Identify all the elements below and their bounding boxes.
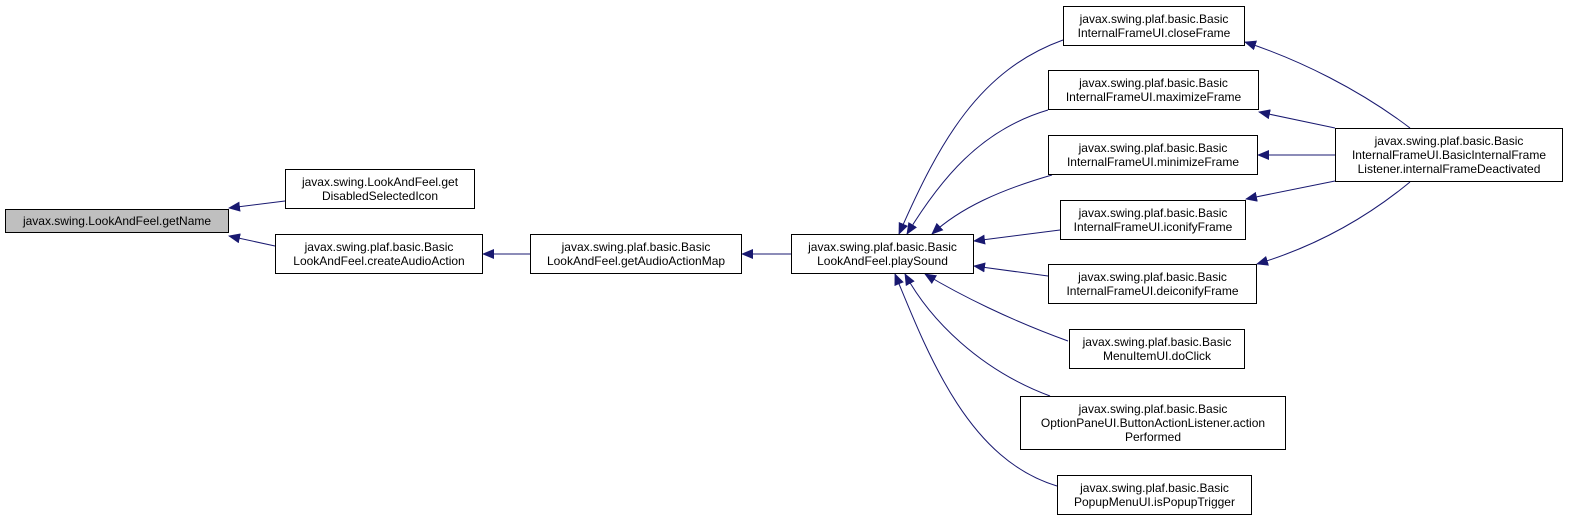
node-label-line: LookAndFeel.getAudioActionMap — [546, 254, 726, 268]
edge-action-performed-to-play-sound — [904, 273, 1051, 397]
node-label-line: javax.swing.plaf.basic.Basic — [1080, 481, 1229, 495]
node-label-line: InternalFrameUI.iconifyFrame — [1073, 220, 1233, 234]
node-label-line: InternalFrameUI.BasicInternalFrame — [1351, 148, 1547, 162]
node-label-line: javax.swing.plaf.basic.Basic — [808, 240, 957, 254]
node-label-line: javax.swing.plaf.basic.Basic — [304, 240, 454, 254]
edge-iconify-frame-to-play-sound — [973, 229, 1061, 245]
node-label-line: javax.swing.plaf.basic.Basic — [1078, 141, 1228, 155]
edge-internal-frame-deactivated-to-deiconify-frame — [1256, 181, 1411, 266]
node-label-line: javax.swing.plaf.basic.Basic — [561, 240, 711, 254]
node-label-line: Listener.internalFrameDeactivated — [1357, 162, 1541, 176]
edge-get-disabled-selected-icon-to-get-name — [228, 200, 286, 212]
edge-deiconify-frame-to-play-sound — [973, 262, 1049, 277]
node-label-line: javax.swing.plaf.basic.Basic — [1079, 76, 1228, 90]
node-label-line: Performed — [1124, 430, 1182, 444]
edge-create-audio-action-to-get-name — [228, 233, 276, 247]
edge-internal-frame-deactivated-to-maximize-frame — [1258, 109, 1336, 129]
node-label-line: javax.swing.plaf.basic.Basic — [1082, 335, 1232, 349]
node-label-line: InternalFrameUI.deiconifyFrame — [1066, 284, 1239, 298]
node-label-line: InternalFrameUI.closeFrame — [1077, 26, 1231, 40]
node-label-line: OptionPaneUI.ButtonActionListener.action — [1040, 416, 1266, 430]
node-label-line: LookAndFeel.playSound — [817, 254, 948, 268]
node-label-line: javax.swing.plaf.basic.Basic — [1078, 270, 1227, 284]
edge-maximize-frame-to-play-sound — [906, 109, 1049, 235]
edge-internal-frame-deactivated-to-iconify-frame — [1245, 180, 1336, 202]
edge-do-click-to-play-sound — [924, 273, 1069, 342]
edge-minimize-frame-to-play-sound — [931, 174, 1053, 235]
node-label-line: MenuItemUI.doClick — [1102, 349, 1212, 363]
node-get-name: javax.swing.LookAndFeel.getName — [5, 209, 229, 233]
node-label-line: javax.swing.plaf.basic.Basic — [1078, 402, 1228, 416]
node-label-line: javax.swing.plaf.basic.Basic — [1374, 134, 1524, 148]
node-label-line: InternalFrameUI.minimizeFrame — [1066, 155, 1240, 169]
node-label-line: javax.swing.LookAndFeel.getName — [22, 214, 212, 228]
node-label-line: javax.swing.LookAndFeel.get — [301, 175, 459, 189]
edge-close-frame-to-play-sound — [898, 39, 1064, 235]
edge-internal-frame-deactivated-to-close-frame — [1244, 40, 1411, 129]
node-label-line: LookAndFeel.createAudioAction — [293, 254, 465, 268]
edge-is-popup-trigger-to-play-sound — [894, 273, 1058, 487]
node-label-line: DisabledSelectedIcon — [321, 189, 439, 203]
node-label-line: PopupMenuUI.isPopupTrigger — [1074, 495, 1235, 509]
node-label-line: javax.swing.plaf.basic.Basic — [1079, 12, 1229, 26]
node-label-line: InternalFrameUI.maximizeFrame — [1065, 90, 1242, 104]
node-label-line: javax.swing.plaf.basic.Basic — [1078, 206, 1228, 220]
